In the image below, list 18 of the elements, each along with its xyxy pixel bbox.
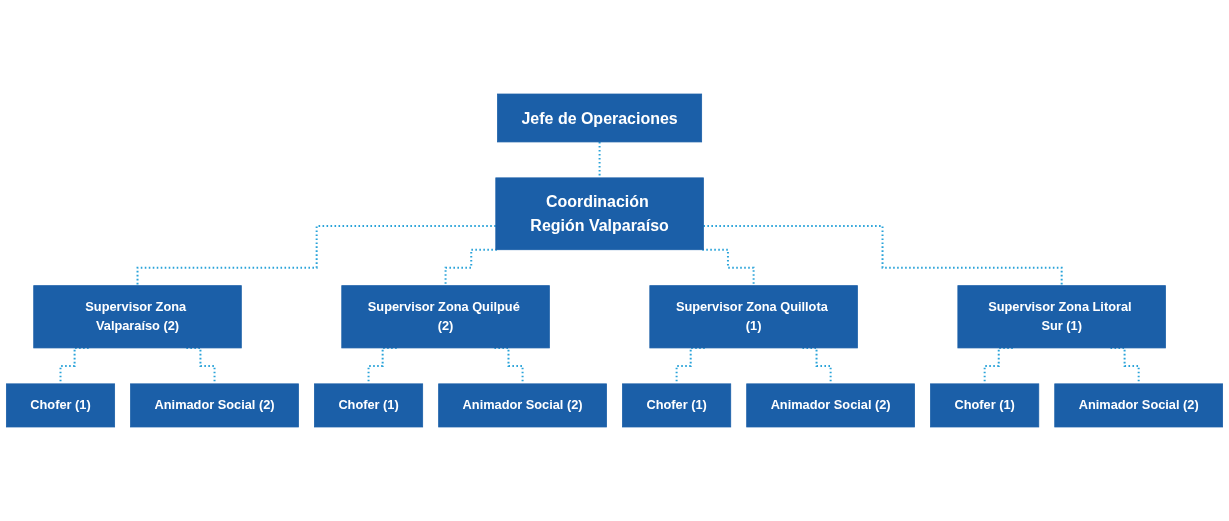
node-box: Animador Social (2) <box>130 383 299 428</box>
connector <box>702 224 1063 287</box>
node-box: Animador Social (2) <box>1054 383 1223 428</box>
node-box: Coordinación Región Valparaíso <box>495 177 704 251</box>
node-box: Chofer (1) <box>314 383 424 428</box>
node-box: Chofer (1) <box>930 383 1040 428</box>
node-box: Chofer (1) <box>622 383 732 428</box>
node-box: Supervisor Zona Litoral Sur (1) <box>957 285 1166 349</box>
node-box: Chofer (1) <box>6 383 116 428</box>
node-box: Animador Social (2) <box>746 383 915 428</box>
node-box: Supervisor Zona Quilpué (2) <box>341 285 550 349</box>
node-box: Supervisor Zona Valparaíso (2) <box>33 285 242 349</box>
node-box: Jefe de Operaciones <box>497 93 703 143</box>
connector <box>701 248 755 287</box>
node-box: Supervisor Zona Quillota (1) <box>649 285 858 349</box>
connector <box>444 248 498 287</box>
connector <box>136 224 497 287</box>
node-box: Animador Social (2) <box>438 383 607 428</box>
